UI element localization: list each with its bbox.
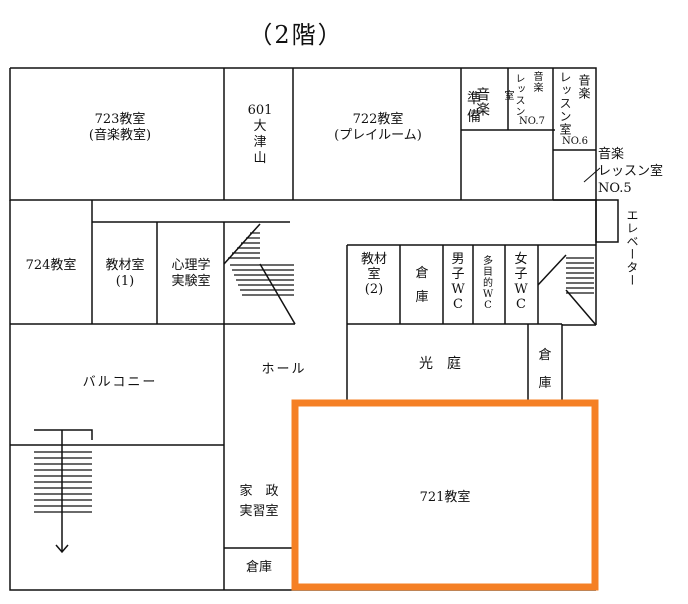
lesson-room-6-head: 音楽 <box>577 74 591 100</box>
lesson-room-7-body: レッスン室 <box>502 73 524 117</box>
room-723: 723教室 (音楽教室) <box>88 112 152 143</box>
prep-label-on: 音 <box>474 87 490 102</box>
lesson-room-6-body: レッスン室 <box>558 70 572 136</box>
multipurpose-wc: 多目的WC <box>482 256 494 311</box>
materials-room-2: 教材室 (2) <box>360 252 387 297</box>
storage-room-c: 倉庫 <box>245 560 272 575</box>
room-601: 601 大 津 山 <box>247 103 273 166</box>
home-economics-room: 家 政 実習室 <box>239 484 279 519</box>
elevator-label: エレベーター <box>625 209 639 287</box>
room-724: 724教室 <box>25 258 77 273</box>
lesson-room-7-head: 音楽 <box>531 71 542 93</box>
mens-wc: 男子WC <box>451 252 465 312</box>
storage-room-b: 倉 庫 <box>538 348 552 391</box>
storage-room-a: 倉 庫 <box>415 266 429 305</box>
lesson-room-6-no: NO.6 <box>562 136 588 147</box>
psychology-lab: 心理学 実験室 <box>171 258 211 289</box>
womens-wc: 女子WC <box>514 252 528 312</box>
room-721: 721教室 <box>419 490 471 505</box>
prep-label-jun: 準 <box>467 91 481 107</box>
room-722: 722教室 (プレイルーム) <box>334 112 422 143</box>
room-music-prep-1: 音楽 <box>468 74 506 130</box>
room-music-prep-2: 準 <box>466 72 482 108</box>
floor-title: （2階） <box>248 21 344 49</box>
materials-room-1: 教材室 (1) <box>105 258 145 289</box>
prep-label-bi: 備 <box>467 109 481 125</box>
highlight-721-room <box>291 399 599 591</box>
hall: ホール <box>261 362 307 377</box>
room-music-prep-3: 備 <box>466 90 482 126</box>
lesson-room-7-no: NO.7 <box>519 116 545 127</box>
light-court: 光 庭 <box>419 356 461 372</box>
prep-label-raku: 楽 <box>474 102 490 117</box>
balcony: バルコニー <box>82 375 158 390</box>
lesson-room-5: 音楽 レッスン室 NO.5 <box>598 147 664 196</box>
